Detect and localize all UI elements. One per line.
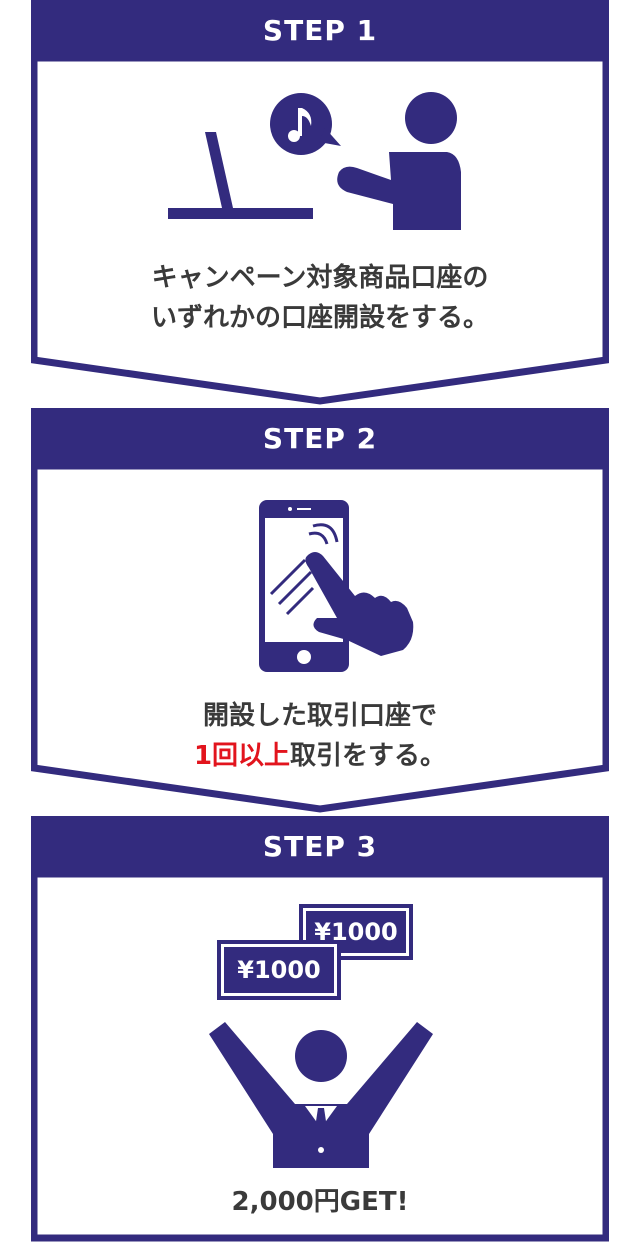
step-2-description-line-2: 1回以上取引をする。: [31, 736, 609, 776]
step-1-description-line-1: キャンペーン対象商品口座の: [151, 263, 489, 293]
yen-bill-front: ¥1000: [217, 940, 341, 1000]
smartphone-tap-icon: [259, 500, 414, 672]
step-2-label: STEP 2: [262, 421, 378, 455]
step-1-label: STEP 1: [262, 13, 378, 47]
step-2-description-rest: 取引をする。: [290, 741, 447, 771]
step-2-highlight-text: 1回以上: [193, 741, 291, 771]
step-3-frame: [31, 816, 609, 1242]
yen-bill-front-text: ¥1000: [221, 944, 337, 996]
step-1-card: STEP 1 キャンペーン対象商品口座の いずれかの口座開設をする。: [31, 0, 609, 412]
yen-bill-back: ¥1000: [299, 904, 413, 960]
step-3-label: STEP 3: [262, 829, 378, 863]
person-at-laptop-music-icon: [168, 92, 461, 230]
step-2-card: STEP 2 開設した取引口座で 1回以上取引をする。: [31, 408, 609, 818]
step-2-description-line-1: 開設した取引口座で: [202, 701, 437, 731]
step-1-description-line-2: いずれかの口座開設をする。: [150, 303, 489, 333]
step-1-frame: [31, 0, 609, 405]
step-3-result-text: 2,000円GET!: [231, 1187, 409, 1217]
cheering-person-icon: [209, 1022, 433, 1168]
step-3-card: STEP 3 ¥1000 ¥1000 2,000円GET!: [31, 816, 609, 1242]
